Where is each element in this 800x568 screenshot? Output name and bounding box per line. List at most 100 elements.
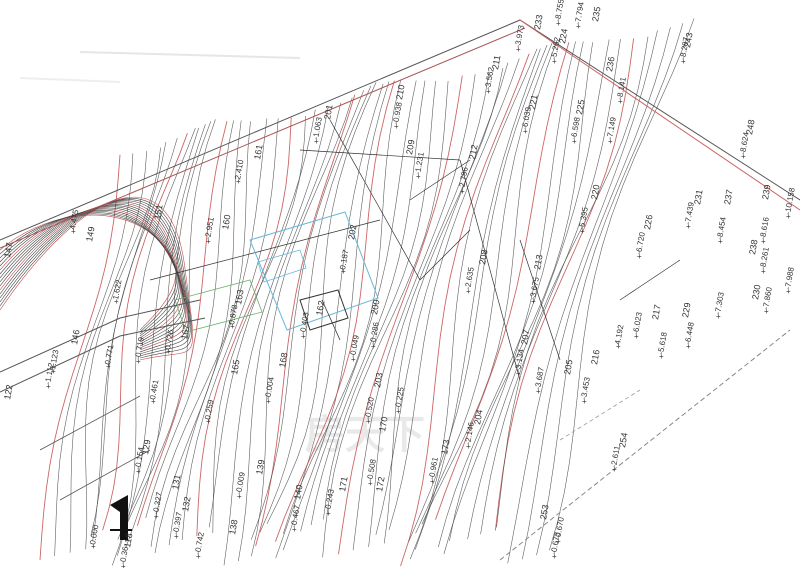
survey-point-label: 162	[314, 300, 326, 317]
elevation-marker-icon: +	[430, 477, 435, 486]
contour-line	[0, 210, 181, 339]
contour-line	[368, 71, 490, 547]
scan-mark	[19, 77, 121, 83]
elevation-marker-icon: +	[572, 137, 577, 146]
elevation-marker-icon: +	[174, 532, 179, 541]
contour-line	[0, 200, 190, 355]
elevation-marker-icon: +	[114, 297, 119, 306]
contour-line	[338, 75, 463, 555]
contour-line	[168, 118, 268, 546]
elevation-marker-icon: +	[206, 237, 211, 246]
elevation-label: -7.303	[713, 291, 726, 315]
survey-point-label: 238	[747, 239, 759, 256]
elevation-marker-icon: +	[718, 237, 723, 246]
elevation-marker-icon: +	[716, 312, 721, 321]
elevation-marker-icon: +	[51, 367, 56, 376]
site-upper-boundary	[519, 19, 800, 211]
survey-point-label: 207	[519, 329, 531, 346]
elevation-marker-icon: +	[786, 287, 791, 296]
contour-lines	[0, 18, 800, 567]
contour-line	[0, 196, 194, 361]
survey-point-label: 216	[589, 349, 601, 366]
elevation-label: -0.225	[393, 386, 406, 410]
elevation-marker-icon: +	[761, 267, 766, 276]
survey-point-label: 204	[472, 409, 484, 426]
elevation-label: -8.141	[615, 76, 628, 100]
elevation-label: -0.327	[151, 491, 164, 515]
elevation-label: -8.287	[678, 36, 691, 60]
elevation-label: -2.635	[463, 266, 476, 290]
elevation-marker-icon: +	[266, 397, 271, 406]
contour-line	[494, 38, 635, 531]
contour-line	[0, 206, 184, 345]
survey-point-label: 210	[394, 84, 406, 101]
elevation-label: -0.004	[263, 376, 276, 400]
contour-line	[352, 74, 476, 551]
survey-point-label: 236	[604, 56, 616, 73]
contour-line	[274, 80, 395, 542]
elevation-marker-icon: +	[580, 227, 585, 236]
elevation-label: 1.622	[111, 279, 123, 301]
survey-point-label: 118	[122, 532, 134, 548]
survey-point-label: 201	[322, 104, 334, 121]
survey-point-label: 205	[562, 359, 574, 376]
elevation-label: -0.742	[193, 531, 206, 555]
elevation-label: -0.670	[553, 516, 566, 540]
survey-point-label: 173	[439, 439, 451, 456]
survey-point-label: 211	[490, 54, 502, 70]
elevation-marker-icon: +	[516, 45, 521, 54]
elevation-label: -6.598	[569, 116, 582, 140]
contour-line	[443, 41, 576, 555]
contour-line	[0, 207, 183, 343]
elevation-marker-icon: +	[486, 87, 491, 96]
elevation-label: -6.720	[634, 231, 647, 255]
property-boundary-dashed	[559, 389, 641, 441]
contour-line	[251, 97, 353, 557]
elevation-marker-icon: +	[552, 57, 557, 66]
survey-point-label: 203	[372, 372, 384, 389]
contour-line	[212, 115, 306, 534]
survey-lines	[149, 119, 681, 381]
elevation-label: -6.448	[683, 321, 696, 345]
survey-point-label: 161	[252, 144, 264, 161]
site-plot	[174, 211, 379, 341]
elevation-marker-icon: +	[741, 152, 746, 161]
elevation-label: -0.673	[549, 531, 562, 555]
survey-line	[619, 259, 681, 301]
survey-point-label: 139	[254, 459, 266, 476]
site-green-outline	[174, 279, 263, 333]
elevation-label: 4.475	[68, 209, 80, 231]
survey-point-label: 160	[220, 214, 232, 231]
elevation-label: -0.403	[298, 311, 311, 335]
elevation-label: -8.454	[715, 216, 728, 240]
elevation-label: -0.397	[171, 511, 184, 535]
elevation-label: -2.611	[609, 444, 622, 468]
survey-point-label: 129	[140, 439, 152, 456]
north-arrow-icon	[110, 495, 132, 540]
contour-line	[480, 39, 621, 535]
survey-point-label: 200	[369, 299, 381, 316]
contour-line	[522, 27, 671, 560]
elevation-marker-icon: +	[612, 465, 617, 474]
contour-line	[0, 211, 180, 337]
elevation-label: -3.973	[513, 24, 526, 48]
elevation-marker-icon: +	[121, 562, 126, 568]
contour-line	[181, 118, 279, 541]
survey-line	[519, 239, 561, 361]
elevation-label: -0.520	[363, 396, 376, 420]
elevation-marker-icon: +	[326, 509, 331, 518]
elevation-label: -0.467	[289, 504, 302, 528]
elevation-marker-icon: +	[166, 347, 171, 356]
elevation-marker-icon: +	[151, 397, 156, 406]
survey-point-label: 165	[229, 359, 241, 376]
contour-line	[0, 201, 189, 353]
elevation-marker-icon: +	[531, 297, 536, 306]
elevation-label: -0.049	[348, 334, 361, 358]
elevation-label: -0.719	[133, 336, 146, 360]
elevation-marker-icon: +	[608, 137, 613, 146]
elevation-label: -1.063	[311, 116, 324, 140]
survey-point-label: 171	[337, 476, 349, 493]
contour-line	[145, 120, 234, 519]
elevation-marker-icon: +	[634, 332, 639, 341]
